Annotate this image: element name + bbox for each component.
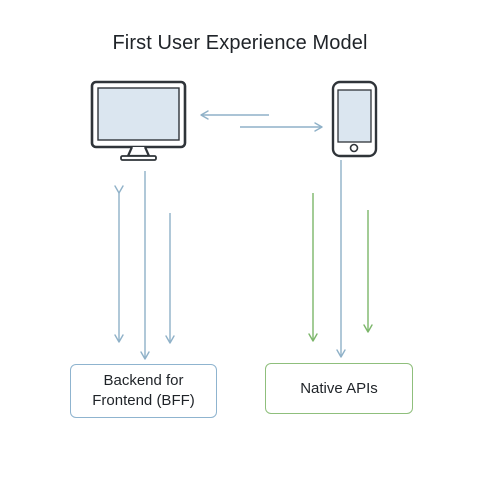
backend-for-frontend-node: Backend for Frontend (BFF) <box>70 364 217 418</box>
native-apis-label: Native APIs <box>300 379 378 397</box>
smartphone-icon <box>331 80 378 158</box>
diagram-title: First User Experience Model <box>112 32 368 54</box>
desktop-monitor-icon <box>90 80 187 161</box>
backend-for-frontend-label: Backend for Frontend (BFF) <box>92 372 195 409</box>
native-apis-node: Native APIs <box>265 363 413 414</box>
